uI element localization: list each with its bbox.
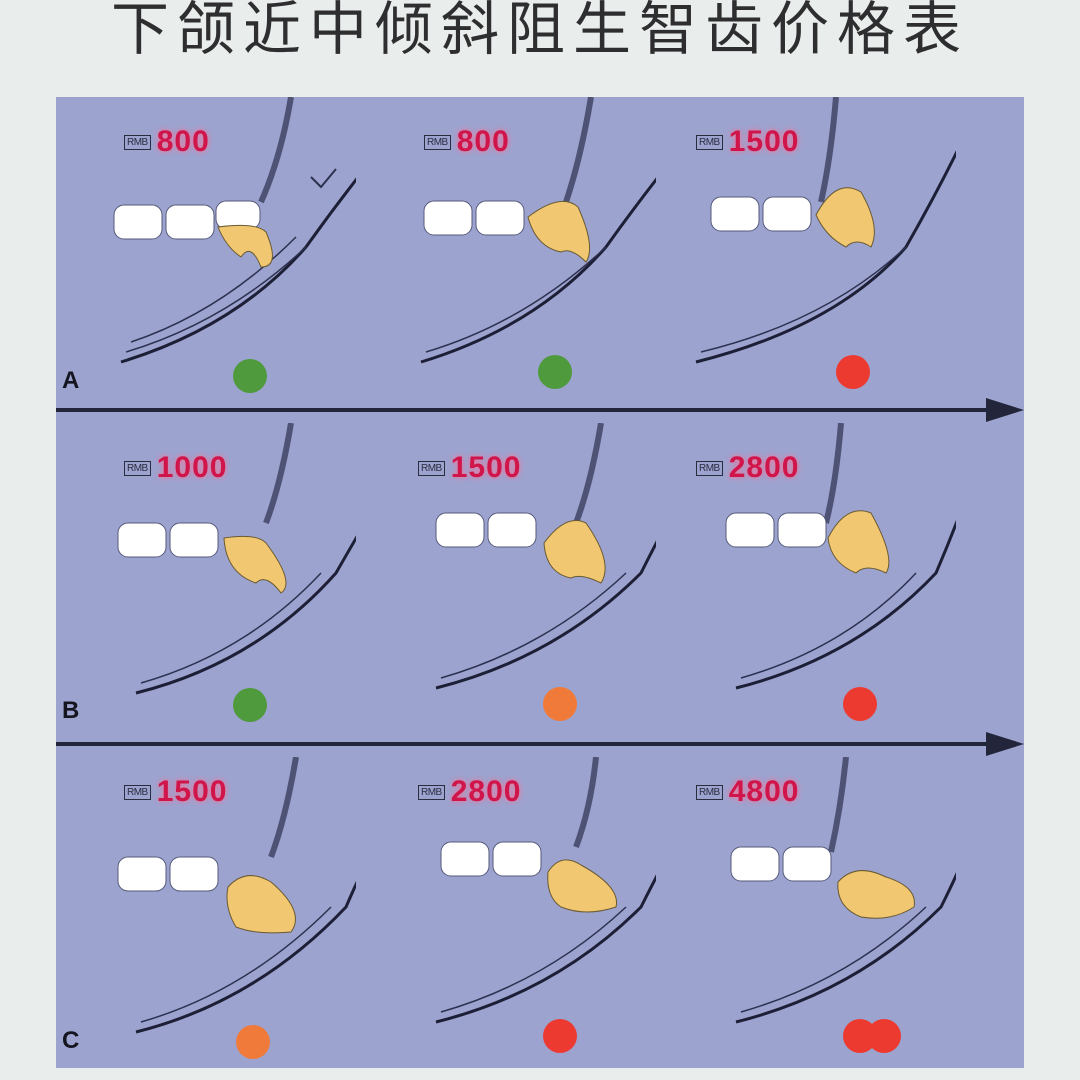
currency-label: RMB [124,784,151,800]
cell-b3: RMB 2800 [656,423,956,736]
row-label: A [62,367,80,394]
currency-label: RMB [696,134,723,150]
price-tag: RMB 800 [124,125,210,159]
tooth-illustration [113,97,356,364]
price-chart-panel: RMB 800 RMB 800 [56,97,1024,1068]
arrow-head-icon [986,732,1024,756]
cell-a2: RMB 800 [356,97,656,410]
currency-label: RMB [424,134,451,150]
tooth-illustration [725,423,956,690]
price-amount: 1500 [450,451,522,484]
difficulty-dot-orange [543,687,577,721]
price-tag: RMB 1500 [696,125,799,159]
price-tag: RMB 1500 [418,451,521,485]
price-amount: 2800 [450,775,522,808]
tooth-illustration [695,97,956,364]
difficulty-arrow [56,408,992,412]
cell-b1: RMB 1000 [56,423,356,736]
cell-a1: RMB 800 [56,97,356,410]
price-tag: RMB 4800 [696,775,799,809]
price-amount: 1000 [156,451,228,484]
cell-c3: RMB 4800 [656,757,956,1070]
price-amount: 800 [456,125,510,158]
row-b: RMB 1000 RMB 1500 [56,423,1024,756]
price-amount: 800 [156,125,210,158]
difficulty-dot-green [233,688,267,722]
cell-a3: RMB 1500 [656,97,956,410]
currency-label: RMB [696,784,723,800]
difficulty-dot-orange [236,1025,270,1059]
cell-c2: RMB 2800 [356,757,656,1070]
difficulty-dot-red [836,355,870,389]
cell-b2: RMB 1500 [356,423,656,736]
row-label: B [62,697,80,724]
price-tag: RMB 1500 [124,775,227,809]
difficulty-arrow [56,742,992,746]
tooth-illustration [435,423,656,690]
tooth-illustration [117,757,356,1034]
price-tag: RMB 1000 [124,451,227,485]
currency-label: RMB [418,784,445,800]
price-amount: 1500 [728,125,800,158]
row-c: RMB 1500 RMB 2800 [56,757,1024,1070]
tooth-illustration [435,757,656,1024]
row-a: RMB 800 RMB 800 [56,97,1024,422]
currency-label: RMB [696,460,723,476]
row-label: C [62,1027,80,1054]
price-amount: 1500 [156,775,228,808]
currency-label: RMB [418,460,445,476]
tooth-illustration [117,423,356,695]
difficulty-dot-red [867,1019,901,1053]
arrow-head-icon [986,398,1024,422]
price-tag: RMB 2800 [418,775,521,809]
currency-label: RMB [124,460,151,476]
difficulty-dot-green [538,355,572,389]
price-tag: RMB 2800 [696,451,799,485]
page-title: 下颌近中倾斜阻生智齿价格表 [110,0,969,63]
price-amount: 4800 [728,775,800,808]
price-tag: RMB 800 [424,125,510,159]
price-amount: 2800 [728,451,800,484]
tooth-illustration [420,97,656,364]
difficulty-dot-green [233,359,267,393]
tooth-illustration [730,757,956,1024]
cell-c1: RMB 1500 [56,757,356,1070]
difficulty-dot-red [843,687,877,721]
difficulty-dot-red [543,1019,577,1053]
currency-label: RMB [124,134,151,150]
